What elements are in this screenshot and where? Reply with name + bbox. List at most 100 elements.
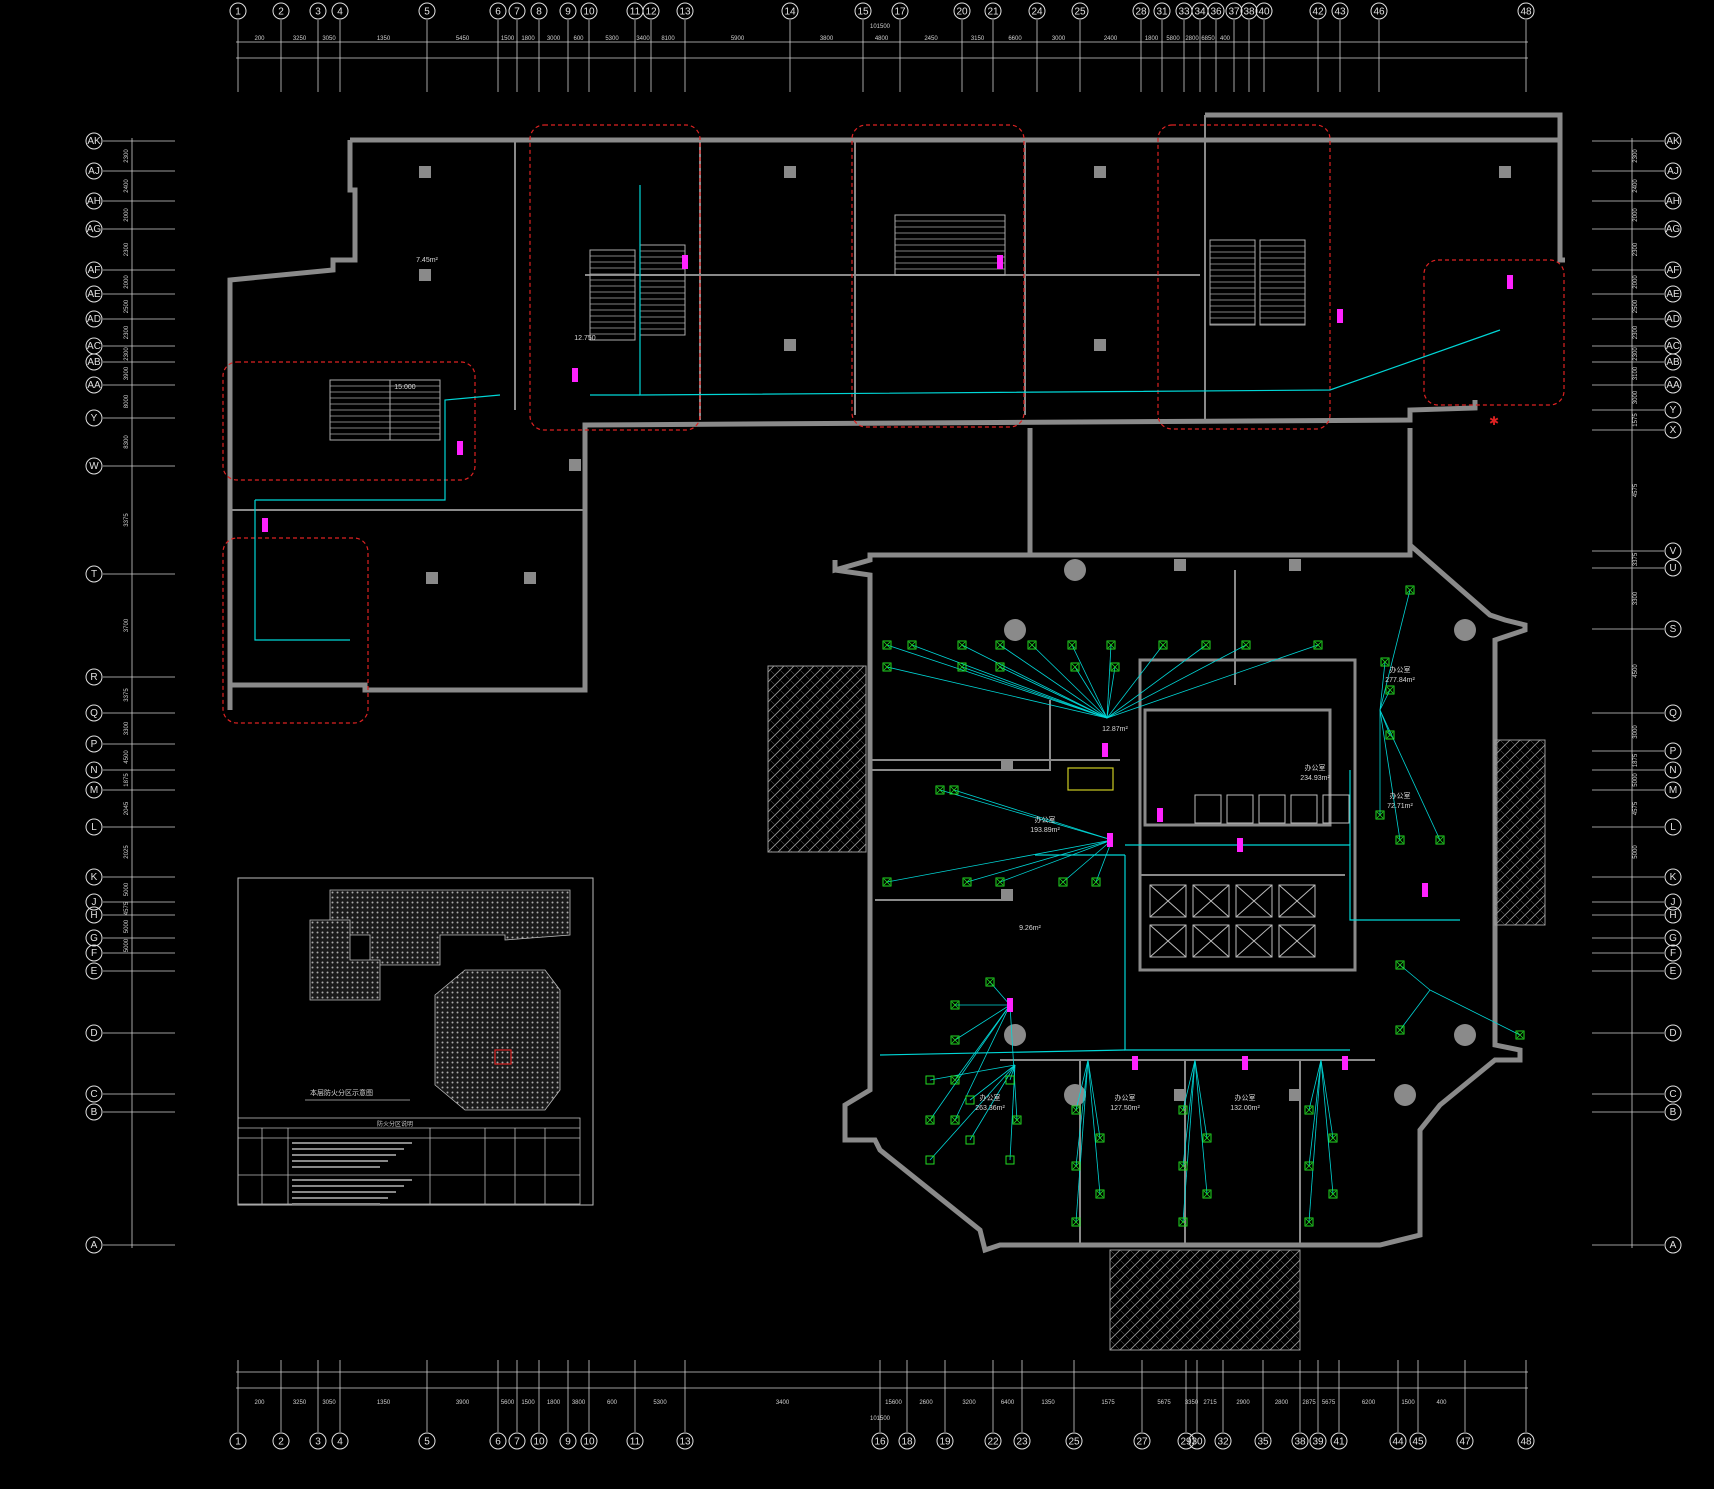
fire-zone-outlines xyxy=(222,124,1565,724)
sprinkler-devices xyxy=(882,585,1525,1227)
valve-marker xyxy=(1102,743,1108,757)
grid-bubble-right xyxy=(1664,132,1682,150)
dimension-top: 1350 xyxy=(377,36,391,42)
grid-label-right: M xyxy=(1669,785,1677,796)
grid-bubble-bottom xyxy=(559,1432,577,1450)
dimension-left: 5000 xyxy=(124,882,130,896)
sprinkler-head-icon xyxy=(925,1115,935,1125)
sprinkler-head-icon xyxy=(950,1115,960,1125)
grid-label-bottom: 3 xyxy=(315,1437,321,1448)
grid-label-right: AC xyxy=(1666,341,1680,352)
sprinkler-head-icon xyxy=(1110,662,1120,672)
grid-label-right: V xyxy=(1670,546,1677,557)
grid-bubble-bottom xyxy=(1254,1432,1272,1450)
grid-label-bottom: 16 xyxy=(874,1437,886,1448)
dimension-top: 3250 xyxy=(293,36,307,42)
legend-row-line xyxy=(292,1148,404,1150)
grid-label-top: 14 xyxy=(784,7,796,18)
room-name: 办公室 xyxy=(1390,665,1411,674)
sprinkler-head-icon xyxy=(925,1155,935,1165)
sprinkler-head-icon xyxy=(1095,1189,1105,1199)
dimension-right: 4575 xyxy=(1633,483,1639,497)
grid-label-left: AE xyxy=(87,289,101,300)
grid-bubble-left xyxy=(85,893,103,911)
dimension-top: 1800 xyxy=(1145,36,1159,42)
grid-label-left: J xyxy=(92,897,97,908)
grid-bubble-top xyxy=(984,2,1002,20)
grid-bubble-bottom xyxy=(309,1432,327,1450)
grid-label-bottom: 29 xyxy=(1180,1437,1192,1448)
dimension-right: 3100 xyxy=(1633,366,1639,380)
grid-bubble-top xyxy=(418,2,436,20)
valve-marker xyxy=(1107,833,1113,847)
dimension-left: 3700 xyxy=(124,618,130,632)
dimension-left: 3375 xyxy=(124,688,130,702)
column-round xyxy=(1394,1084,1416,1106)
grid-bubble-top xyxy=(781,2,799,20)
sprinkler-head-icon xyxy=(1005,1075,1015,1085)
grid-label-left: AF xyxy=(88,265,101,276)
dimension-bottom: 5675 xyxy=(1157,1400,1171,1406)
sprinkler-head-icon xyxy=(1313,640,1323,650)
grid-label-right: Q xyxy=(1669,708,1677,719)
grid-bubble-top xyxy=(1309,2,1327,20)
grid-label-top: 24 xyxy=(1031,7,1043,18)
grid-bubble-left xyxy=(85,261,103,279)
grid-label-bottom: 11 xyxy=(630,1437,641,1448)
sprinkler-head-icon xyxy=(1395,835,1405,845)
grid-label-top: 6 xyxy=(495,7,501,18)
valve-marker xyxy=(1132,1056,1138,1070)
stair-treads xyxy=(330,220,1305,435)
grid-bubble-right xyxy=(1664,542,1682,560)
dimension-left: 3900 xyxy=(124,366,130,380)
grid-label-left: M xyxy=(90,785,98,796)
grid-label-top: 36 xyxy=(1210,7,1222,18)
grid-label-left: T xyxy=(91,569,97,580)
grid-bubble-right xyxy=(1664,376,1682,394)
grid-bubble-left xyxy=(85,1103,103,1121)
grid-label-bottom: 47 xyxy=(1459,1437,1471,1448)
dimension-bottom: 1800 xyxy=(547,1400,561,1406)
grid-label-right: K xyxy=(1670,872,1677,883)
column-round xyxy=(1454,1024,1476,1046)
sprinkler-head-icon xyxy=(1375,810,1385,820)
grid-bubble-bottom xyxy=(1177,1432,1195,1450)
dimension-top: 2800 xyxy=(1185,36,1199,42)
grid-bubble-left xyxy=(85,162,103,180)
room-name: 办公室 xyxy=(980,1093,1001,1102)
grid-bubble-bottom xyxy=(676,1432,694,1450)
dimension-bottom: 600 xyxy=(607,1400,618,1406)
grid-bubble-top xyxy=(676,2,694,20)
grid-bubble-right xyxy=(1664,559,1682,577)
sprinkler-head-icon xyxy=(1058,877,1068,887)
grid-bubble-right xyxy=(1664,310,1682,328)
column-round xyxy=(1454,619,1476,641)
dimension-left: 2000 xyxy=(124,208,130,222)
grid-label-right: D xyxy=(1669,1028,1676,1039)
valve-marker xyxy=(262,518,268,532)
sprinkler-head-icon xyxy=(1012,1115,1022,1125)
grid-bubble-right xyxy=(1664,893,1682,911)
valve-marker xyxy=(457,441,463,455)
legend-row-line xyxy=(292,1191,396,1193)
grid-bubble-left xyxy=(85,132,103,150)
grid-bubble-left xyxy=(85,704,103,722)
grid-bubble-right xyxy=(1664,742,1682,760)
grid-bubble-left xyxy=(85,761,103,779)
grid-label-bottom: 44 xyxy=(1392,1437,1404,1448)
legend-table-title: 防火分区说明 xyxy=(377,1120,413,1128)
sprinkler-head-icon xyxy=(962,877,972,887)
dimension-right: 3300 xyxy=(1633,591,1639,605)
grid-label-top: 8 xyxy=(536,7,542,18)
room-area: 234.93m² xyxy=(1300,775,1330,782)
elevator-shafts xyxy=(1149,794,1350,958)
elevator-car xyxy=(1258,794,1286,824)
dimension-bottom: 5675 xyxy=(1322,1400,1336,1406)
sprinkler-head-icon xyxy=(1178,1105,1188,1115)
dimension-top: 6600 xyxy=(1008,36,1022,42)
grid-label-right: Y xyxy=(1670,405,1677,416)
grid-bubble-right xyxy=(1664,761,1682,779)
elevator-car xyxy=(1235,884,1273,918)
column-square xyxy=(1289,559,1301,571)
grid-label-bottom: 18 xyxy=(901,1437,913,1448)
